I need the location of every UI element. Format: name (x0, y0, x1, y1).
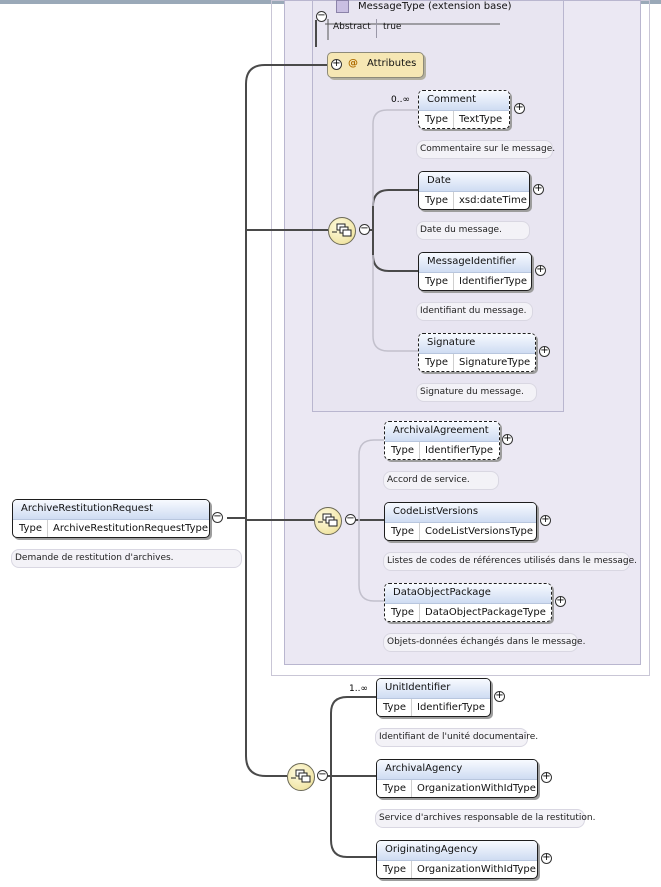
signature-node[interactable]: Signature Type SignatureType (418, 333, 536, 372)
messageidentifier-node[interactable]: MessageIdentifier Type IdentifierType (418, 252, 532, 291)
expand-comment-toggle[interactable]: + (514, 102, 525, 114)
originatingagency-node[interactable]: OriginatingAgency Type OrganizationWithId… (376, 840, 538, 879)
comment-type-label: Type (419, 111, 454, 128)
expand-messageidentifier-toggle[interactable]: + (535, 264, 546, 276)
archivalagreement-documentation: Accord de service. (383, 471, 499, 490)
archivalagreement-name: ArchivalAgreement (385, 422, 499, 442)
comment-type-value: TextType (459, 114, 503, 125)
archivalagency-name: ArchivalAgency (377, 760, 537, 780)
expand-attributes-toggle[interactable]: + (331, 58, 342, 70)
expand-originatingagency-toggle[interactable]: + (541, 852, 552, 864)
unitidentifier-documentation: Identifiant de l'unité documentaire. (375, 728, 538, 747)
messageidentifier-documentation: Identifiant du message. (416, 302, 533, 321)
dataobjectpackage-type-label: Type (385, 604, 420, 621)
originatingagency-type-label: Type (377, 861, 412, 878)
codelistversions-node[interactable]: CodeListVersions Type CodeListVersionsTyp… (384, 502, 537, 541)
expand-unitidentifier-toggle[interactable]: + (494, 690, 505, 702)
dataobjectpackage-documentation: Objets-données échangés dans le message. (383, 633, 585, 652)
root-documentation: Demande de restitution d'archives. (11, 549, 242, 568)
base-type-title: MessageType (extension base) (358, 1, 512, 12)
dataobjectpackage-node[interactable]: DataObjectPackage Type DataObjectPackageT… (384, 583, 552, 622)
messageidentifier-type-label: Type (419, 273, 454, 290)
signature-documentation: Signature du message. (416, 383, 537, 402)
unitidentifier-type-value: IdentifierType (417, 702, 486, 713)
codelistversions-name: CodeListVersions (385, 503, 536, 523)
codelistversions-type-label: Type (385, 523, 420, 540)
expand-archivalagency-toggle[interactable]: + (541, 771, 552, 783)
comment-name: Comment (419, 91, 509, 111)
attributes-box[interactable] (327, 52, 424, 78)
comment-cardinality: 0..∞ (391, 95, 410, 105)
archivalagreement-type-label: Type (385, 442, 420, 459)
archivalagency-type-value: OrganizationWithIdType (417, 783, 536, 794)
date-node[interactable]: Date Type xsd:dateTime (418, 171, 530, 210)
date-type-label: Type (419, 192, 454, 209)
root-element-name: ArchiveRestitutionRequest (13, 500, 209, 520)
dataobjectpackage-name: DataObjectPackage (385, 584, 551, 604)
signature-name: Signature (419, 334, 535, 354)
messageidentifier-name: MessageIdentifier (419, 253, 531, 273)
collapse-base-toggle[interactable]: − (316, 10, 327, 22)
comment-node[interactable]: Comment Type TextType (418, 90, 510, 129)
attribute-at-icon: @ (348, 58, 358, 69)
attributes-label: Attributes (367, 58, 417, 69)
archivalagency-documentation: Service d'archives responsable de la res… (375, 809, 595, 828)
signature-type-label: Type (419, 354, 454, 371)
expand-codelistversions-toggle[interactable]: + (540, 514, 551, 526)
unitidentifier-node[interactable]: UnitIdentifier Type IdentifierType (376, 678, 491, 717)
expand-dataobjectpackage-toggle[interactable]: + (555, 595, 566, 607)
unitidentifier-cardinality: 1..∞ (349, 684, 368, 694)
originatingagency-type-value: OrganizationWithIdType (417, 864, 536, 875)
date-name: Date (419, 172, 529, 192)
abstract-value: true (383, 22, 402, 32)
root-type-label: Type (13, 520, 48, 537)
archivalagreement-node[interactable]: ArchivalAgreement Type IdentifierType (384, 421, 500, 460)
collapse-root-toggle[interactable]: − (212, 511, 223, 523)
root-type-value: ArchiveRestitutionRequestType (53, 523, 208, 534)
archivalagency-type-label: Type (377, 780, 412, 797)
codelistversions-documentation: Listes de codes de références utilisés d… (383, 552, 637, 571)
collapse-message-sequence[interactable]: − (359, 223, 370, 235)
messageidentifier-type-value: IdentifierType (459, 276, 528, 287)
abstract-label: Abstract (333, 22, 371, 32)
expand-signature-toggle[interactable]: + (539, 345, 550, 357)
collapse-restitution-sequence[interactable]: − (317, 769, 328, 781)
unitidentifier-name: UnitIdentifier (377, 679, 490, 699)
expand-date-toggle[interactable]: + (533, 183, 544, 195)
dataobjectpackage-type-value: DataObjectPackageType (425, 607, 546, 618)
archivalagreement-type-value: IdentifierType (425, 445, 494, 456)
originatingagency-name: OriginatingAgency (377, 841, 537, 861)
codelistversions-type-value: CodeListVersionsType (425, 526, 534, 537)
archivalagency-node[interactable]: ArchivalAgency Type OrganizationWithIdTyp… (376, 759, 538, 798)
date-documentation: Date du message. (416, 221, 530, 240)
signature-type-value: SignatureType (459, 357, 531, 368)
abstract-divider (376, 19, 377, 38)
root-element-node[interactable]: ArchiveRestitutionRequest Type ArchiveRes… (12, 499, 210, 538)
expand-archivalagreement-toggle[interactable]: + (502, 433, 513, 445)
collapse-request-sequence[interactable]: − (345, 513, 356, 525)
base-type-icon (336, 0, 349, 13)
unitidentifier-type-label: Type (377, 699, 412, 716)
date-type-value: xsd:dateTime (459, 195, 527, 206)
comment-documentation: Commentaire sur le message. (416, 140, 555, 159)
